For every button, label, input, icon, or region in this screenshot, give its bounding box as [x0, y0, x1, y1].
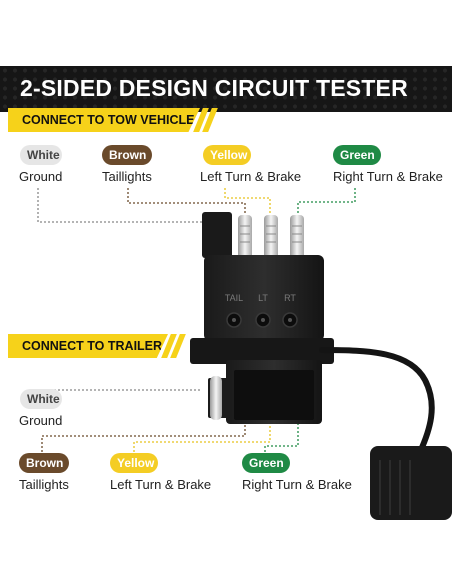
leader-white-trailer [41, 389, 200, 406]
label-tail: TAIL [225, 293, 243, 303]
section-trailer: CONNECT TO TRAILER [8, 334, 168, 358]
pin-taillights-top [238, 215, 252, 259]
pill-green-trailer: Green [242, 453, 290, 473]
pill-yellow-trailer: Yellow [110, 453, 158, 473]
desc-taillights-trailer: Taillights [19, 477, 69, 492]
leader-yellow-vehicle [224, 188, 271, 214]
desc-right-turn-trailer: Right Turn & Brake [242, 477, 352, 492]
cable [319, 347, 435, 455]
pin-right-turn-top [290, 215, 304, 259]
label-lt: LT [258, 293, 268, 303]
pill-white-trailer: White [20, 389, 62, 409]
leader-brown-vehicle [127, 188, 246, 214]
desc-taillights-vehicle: Taillights [102, 169, 152, 184]
pill-brown-trailer: Brown [19, 453, 69, 473]
pill-white-vehicle: White [20, 145, 62, 165]
pin-left-turn-top [264, 215, 278, 259]
section-tow-vehicle: CONNECT TO TOW VEHICLE [8, 108, 200, 132]
leader-green-vehicle [297, 188, 356, 214]
desc-left-turn-vehicle: Left Turn & Brake [200, 169, 302, 184]
title-banner [0, 66, 452, 112]
leader-brown-trailer [41, 424, 246, 452]
pill-green-vehicle: Green [333, 145, 381, 165]
desc-ground-trailer: Ground [19, 413, 63, 428]
ground-tab [202, 212, 232, 258]
label-rt: RT [284, 293, 296, 303]
leader-white-vehicle [37, 188, 215, 223]
leader-green-trailer [264, 424, 299, 452]
desc-left-turn-trailer: Left Turn & Brake [110, 477, 212, 492]
pin-ground-trailer [210, 376, 222, 420]
pill-yellow-vehicle: Yellow [203, 145, 251, 165]
pill-brown-vehicle: Brown [102, 145, 152, 165]
desc-right-turn-vehicle: Right Turn & Brake [333, 169, 443, 184]
page-title: 2-SIDED DESIGN CIRCUIT TESTER [20, 75, 408, 101]
desc-ground-vehicle: Ground [19, 169, 63, 184]
connector-flange [190, 338, 334, 364]
leader-yellow-trailer [133, 424, 271, 452]
